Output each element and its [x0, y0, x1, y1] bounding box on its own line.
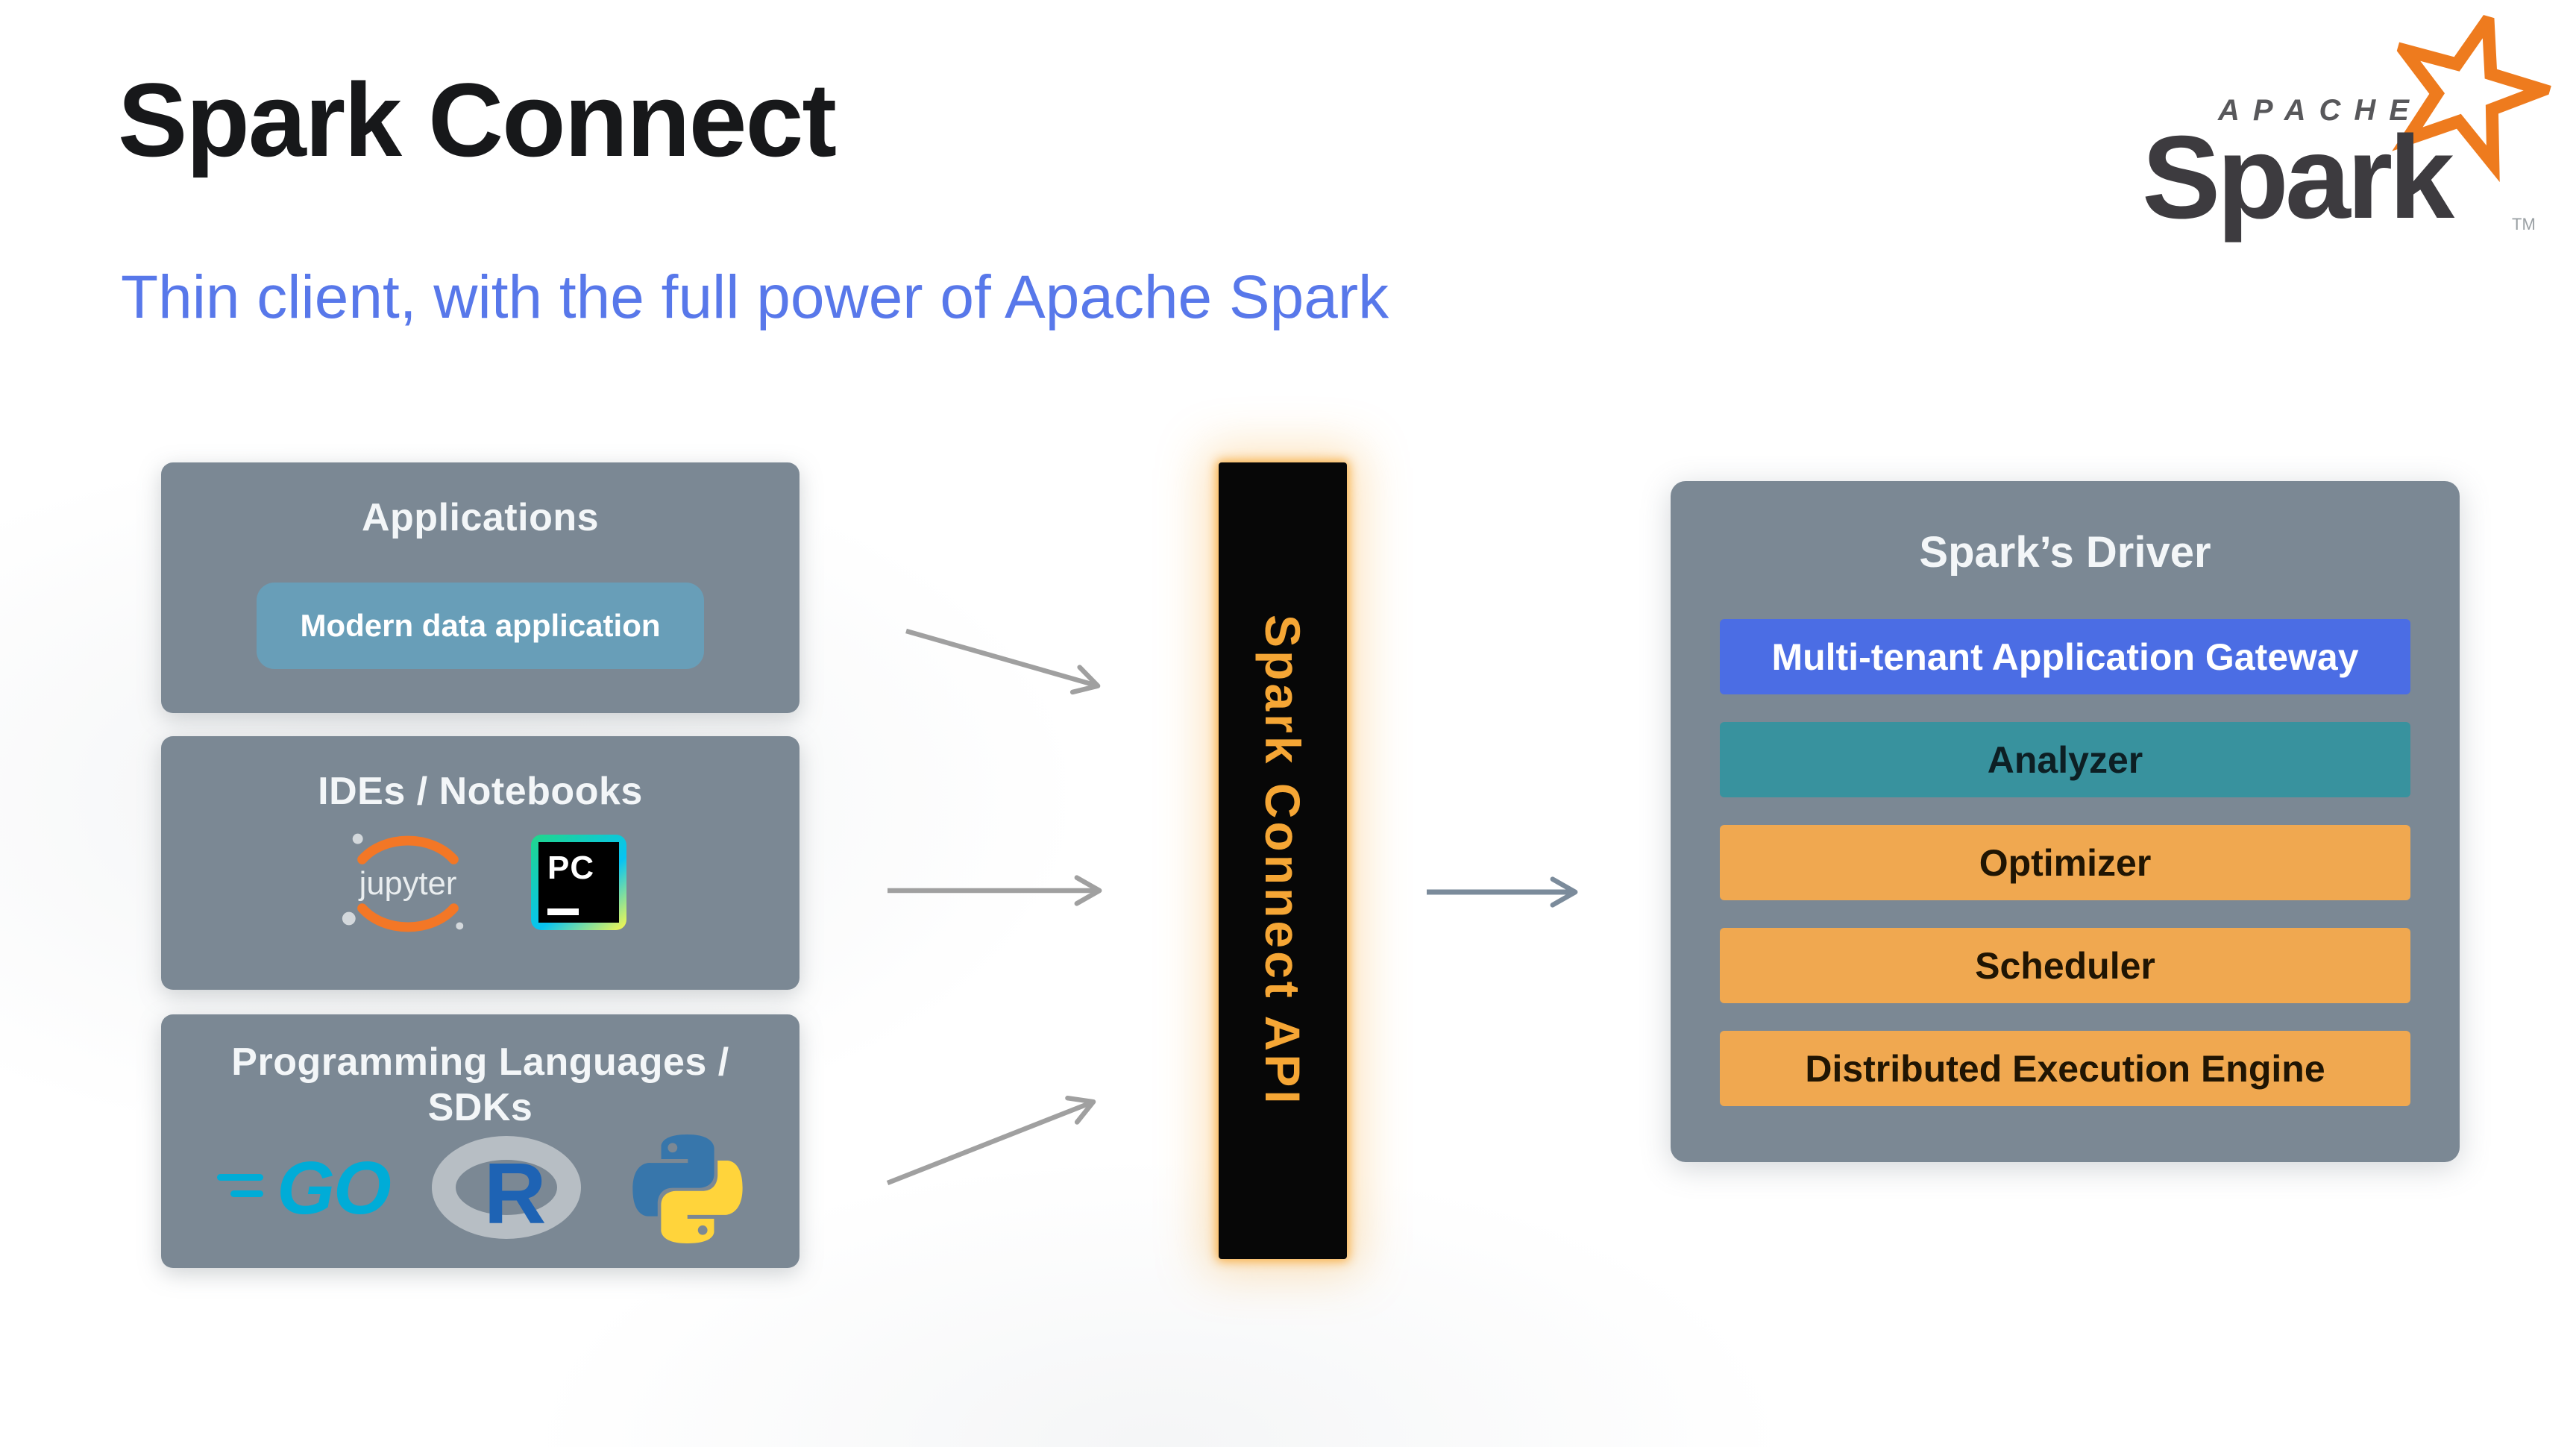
programming-languages-box: Programming Languages / SDKs GO R	[161, 1014, 799, 1268]
trademark-symbol: TM	[2512, 215, 2536, 233]
spark-connect-api-bar: Spark Connect API	[1219, 462, 1347, 1259]
languages-icons-row: GO R	[217, 1133, 744, 1245]
apache-spark-logo: APACHE Spark TM	[2142, 1, 2563, 251]
driver-row-scheduler: Scheduler	[1720, 928, 2410, 1003]
pycharm-label: PC	[547, 850, 595, 887]
arrow-languages-to-api	[886, 1095, 1096, 1186]
programming-languages-title: Programming Languages / SDKs	[231, 1040, 729, 1131]
pycharm-underscore	[547, 908, 579, 916]
go-speed-line	[230, 1190, 264, 1198]
spark-star-icon	[2387, 1, 2563, 183]
driver-rows: Multi-tenant Application Gateway Analyze…	[1720, 619, 2410, 1106]
page-subtitle: Thin client, with the full power of Apac…	[121, 263, 1389, 331]
spark-connect-api-label: Spark Connect API	[1255, 615, 1310, 1107]
pycharm-inner-square: PC	[538, 842, 619, 923]
spark-wordmark: Spark	[2142, 112, 2454, 243]
python-icon	[632, 1134, 743, 1243]
go-icon: GO	[217, 1146, 392, 1231]
languages-title-line1: Programming Languages /	[231, 1040, 729, 1084]
pycharm-icon: PC	[531, 835, 626, 931]
r-language-icon: R	[431, 1133, 590, 1245]
go-speed-line	[217, 1174, 264, 1181]
applications-title: Applications	[361, 496, 600, 539]
driver-row-execution-engine: Distributed Execution Engine	[1720, 1031, 2410, 1106]
ides-notebooks-title: IDEs / Notebooks	[318, 770, 643, 813]
ides-notebooks-box: IDEs / Notebooks jupyter PC	[161, 736, 799, 990]
driver-row-optimizer: Optimizer	[1720, 825, 2410, 900]
spark-driver-title: Spark’s Driver	[1919, 528, 2211, 577]
languages-title-line2: SDKs	[427, 1086, 533, 1130]
spark-driver-panel: Spark’s Driver Multi-tenant Application …	[1671, 481, 2460, 1162]
arrow-applications-to-api	[905, 628, 1101, 695]
modern-data-application-chip: Modern data application	[257, 583, 704, 670]
go-label: GO	[277, 1146, 392, 1231]
ides-icons-row: jupyter PC	[334, 819, 626, 946]
page-title: Spark Connect	[118, 61, 837, 178]
driver-row-gateway: Multi-tenant Application Gateway	[1720, 619, 2410, 694]
r-label: R	[483, 1144, 547, 1242]
jupyter-icon: jupyter	[342, 834, 464, 932]
apache-wordmark: APACHE	[2218, 94, 2422, 127]
jupyter-label: jupyter	[358, 866, 457, 902]
applications-box: Applications Modern data application	[161, 462, 799, 713]
driver-row-analyzer: Analyzer	[1720, 722, 2410, 797]
